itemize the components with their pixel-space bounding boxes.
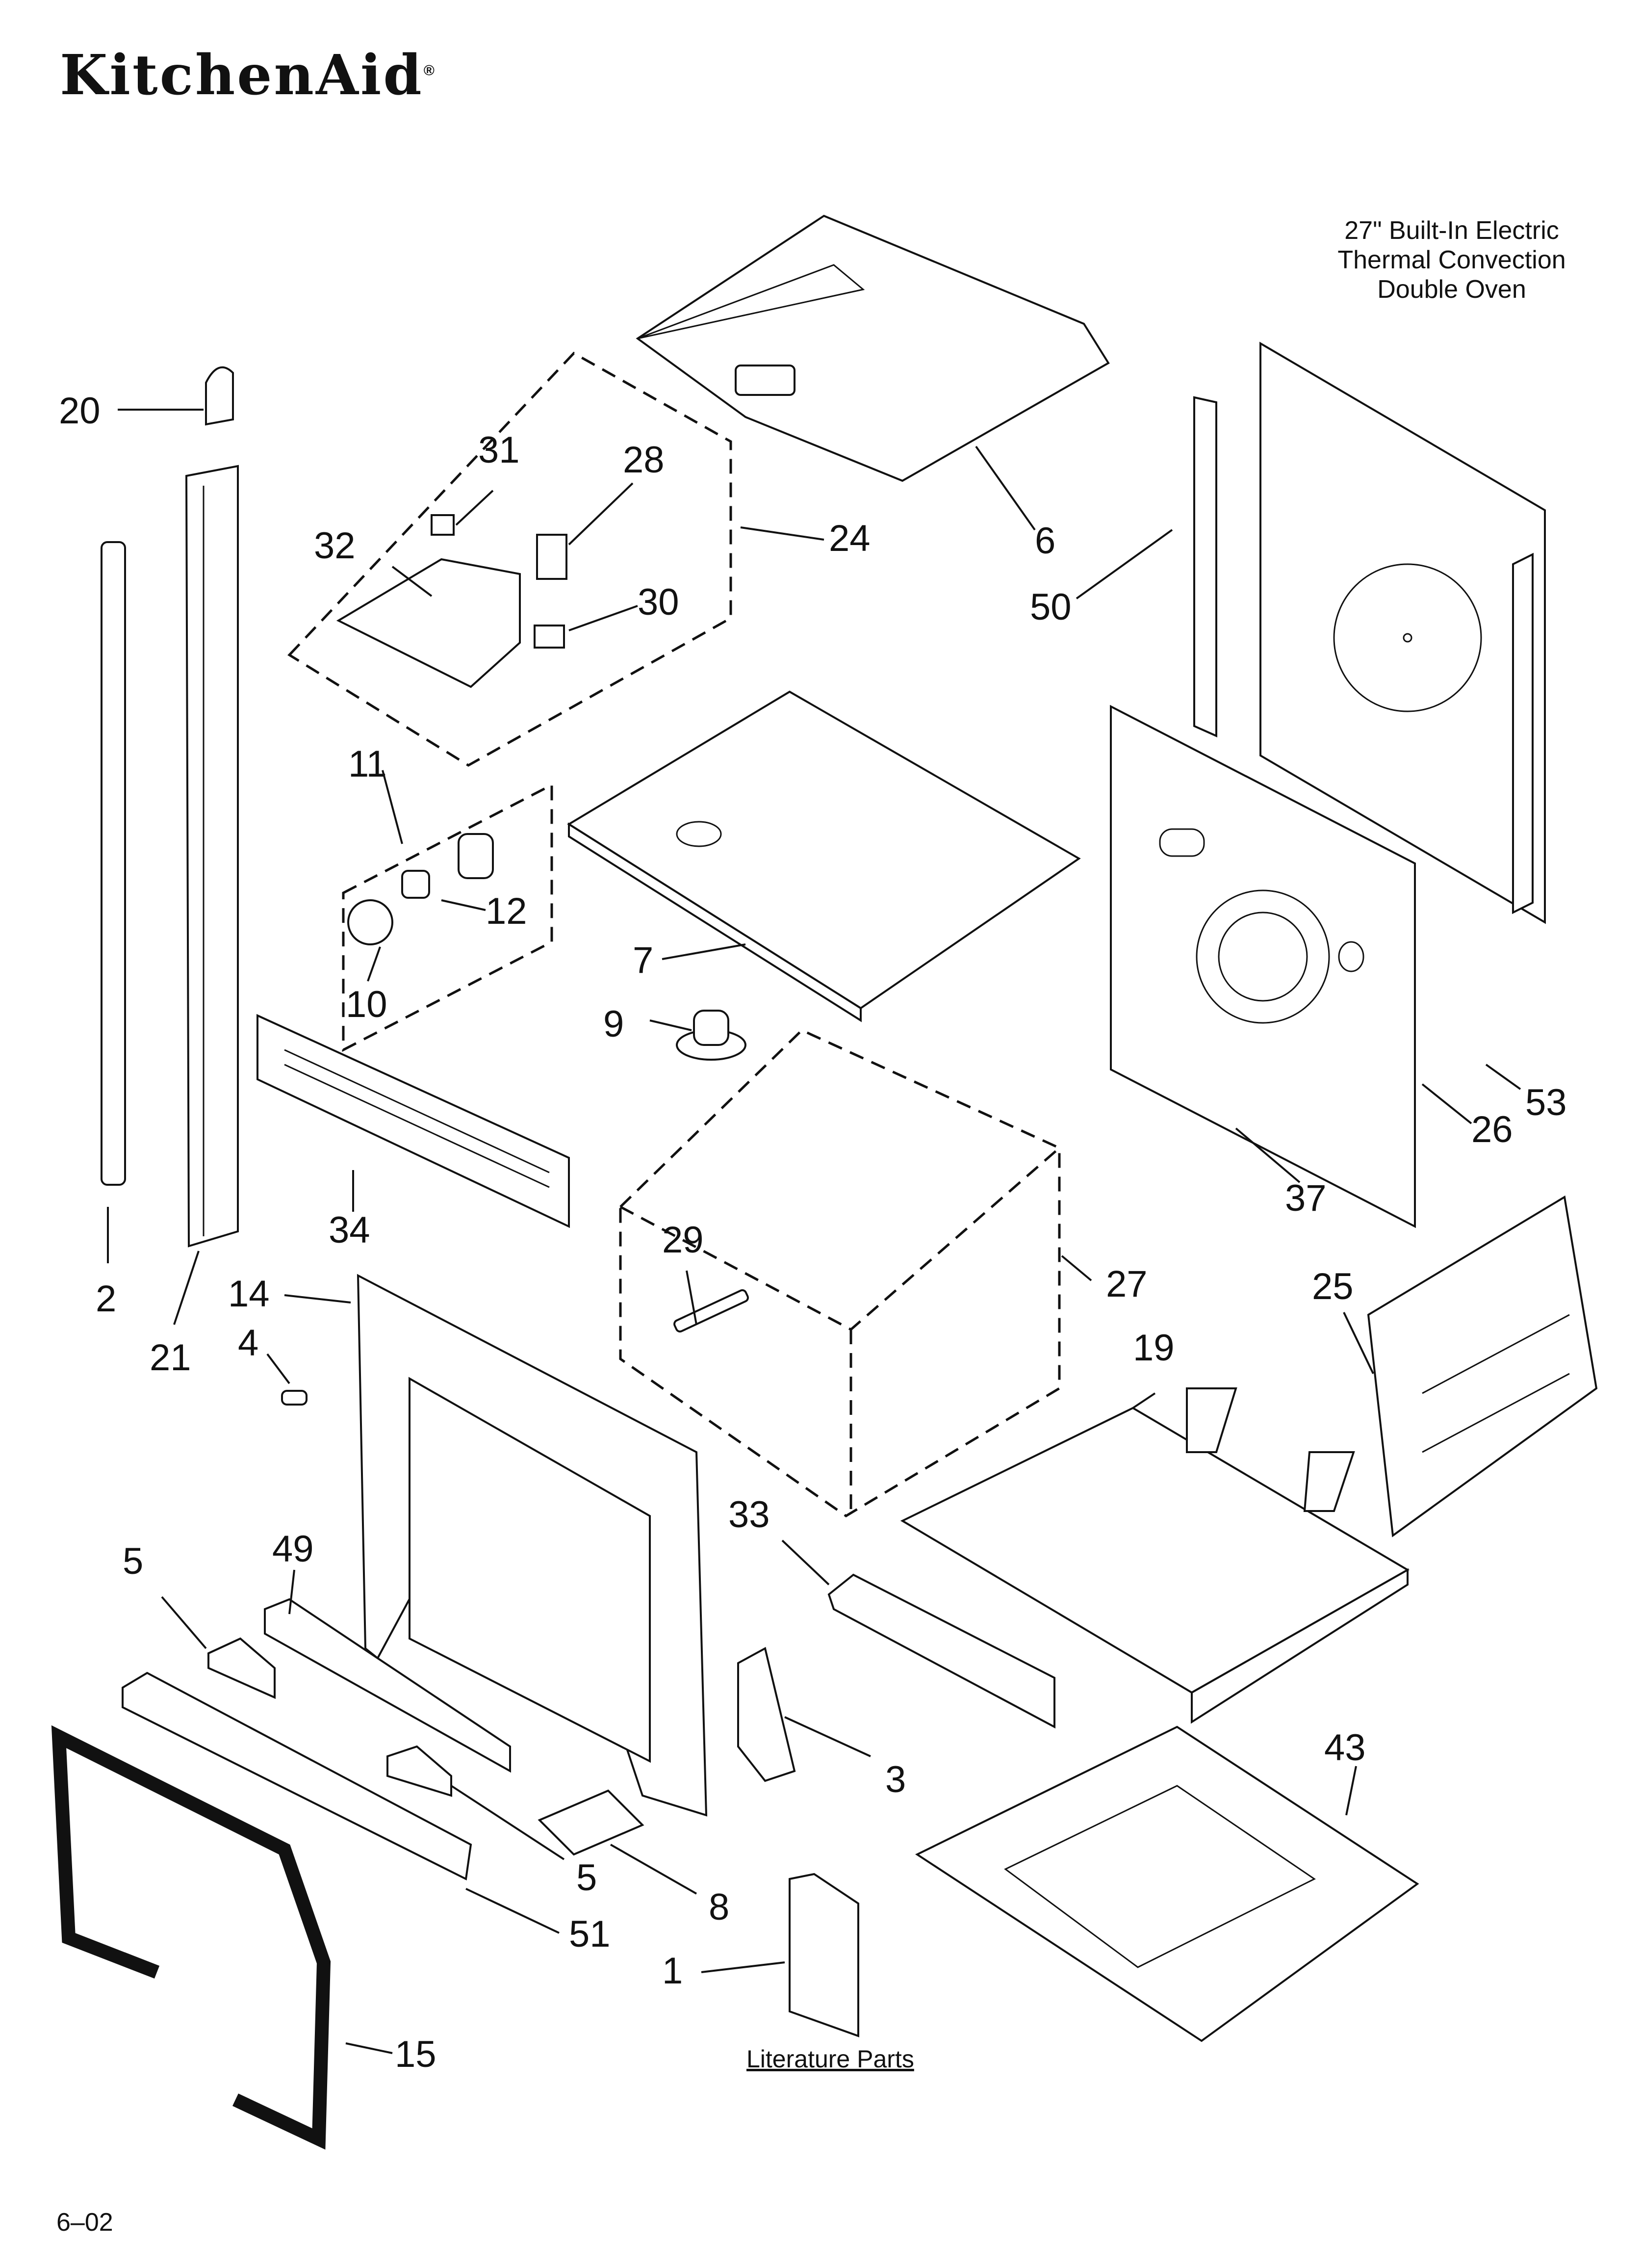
- part-5-spacer-a: [207, 1637, 276, 1699]
- literature-parts-label: Literature Parts: [746, 2045, 914, 2073]
- title-line-2: Thermal Convection: [1337, 246, 1566, 274]
- registered-mark: ®: [423, 62, 436, 79]
- part-51-lower-trim: [122, 1671, 472, 1881]
- callout-6: 6: [1035, 520, 1056, 562]
- part-26-convection-panel: [1110, 704, 1416, 1228]
- callout-14: 14: [228, 1273, 270, 1315]
- part-7-top-shield: [567, 690, 1081, 1022]
- callout-25: 25: [1312, 1266, 1354, 1307]
- part-29-probe: [673, 1289, 749, 1333]
- part-49-channel: [264, 1598, 511, 1773]
- callout-26: 26: [1471, 1109, 1513, 1150]
- part-21-side-rail: [185, 465, 239, 1248]
- part-5-spacer-b: [386, 1745, 452, 1797]
- callout-11: 11: [348, 743, 387, 785]
- callout-34: 34: [329, 1209, 370, 1251]
- part-1-literature: [789, 1873, 859, 2037]
- callout-32: 32: [314, 525, 356, 567]
- part-4-screw: [281, 1390, 308, 1406]
- callout-21: 21: [150, 1337, 191, 1379]
- title-line-3: Double Oven: [1377, 275, 1526, 304]
- callout-28: 28: [623, 439, 665, 481]
- callout-29: 29: [662, 1219, 704, 1261]
- callout-30: 30: [638, 581, 679, 623]
- callout-49: 49: [272, 1528, 314, 1570]
- callout-8: 8: [709, 1886, 730, 1928]
- callout-53: 53: [1525, 1082, 1567, 1123]
- part-24-control-assembly-outline: [287, 351, 732, 767]
- callout-33: 33: [728, 1494, 770, 1536]
- callout-20: 20: [59, 390, 101, 432]
- callout-5-upper: 5: [123, 1540, 144, 1582]
- callout-27: 27: [1106, 1263, 1148, 1305]
- callout-19: 19: [1133, 1327, 1175, 1369]
- part-25-side-panel: [1367, 1195, 1598, 1538]
- logo-text: KitchenAid: [60, 43, 424, 107]
- part-43-bottom-tray: [915, 1725, 1419, 2042]
- part-3-hinge-bracket: [737, 1646, 796, 1782]
- diagram-title: 27" Built-In Electric Thermal Convection…: [1285, 216, 1618, 304]
- callout-15: 15: [395, 2033, 436, 2075]
- callout-12: 12: [486, 890, 527, 932]
- title-line-1: 27" Built-In Electric: [1344, 216, 1559, 245]
- callout-9: 9: [603, 1003, 624, 1045]
- callout-5-lower: 5: [576, 1857, 597, 1899]
- callout-10: 10: [346, 984, 387, 1025]
- part-50-rear-panel: [1193, 341, 1546, 924]
- part-27-oven-cavity-outline: [619, 1029, 1061, 1517]
- callout-1: 1: [662, 1950, 683, 1992]
- part-20-cap: [205, 366, 234, 426]
- part-33-bracket: [827, 1573, 1055, 1729]
- callout-43: 43: [1324, 1727, 1366, 1769]
- part-6-top-panel: [636, 214, 1110, 482]
- part-34-vent-grille: [257, 1014, 570, 1228]
- callout-50: 50: [1030, 586, 1072, 628]
- callout-51: 51: [569, 1913, 611, 1955]
- callout-31: 31: [478, 429, 520, 471]
- callout-4: 4: [238, 1322, 259, 1364]
- kitchenaid-logo: KitchenAid®: [60, 43, 436, 107]
- callout-7: 7: [633, 939, 654, 981]
- callout-2: 2: [96, 1278, 117, 1320]
- part-11-lamp-assembly-outline: [342, 782, 553, 1052]
- callout-24: 24: [829, 518, 871, 559]
- callout-37: 37: [1285, 1177, 1327, 1219]
- part-14-front-frame: [357, 1274, 708, 1817]
- part-9-sensor: [676, 1010, 746, 1061]
- part-15-door-gasket: [51, 1725, 331, 2150]
- callout-3: 3: [885, 1759, 906, 1800]
- part-2-side-trim: [101, 541, 126, 1186]
- leader-lines: [107, 409, 1521, 2054]
- part-19-bottom-panel: [900, 1387, 1410, 1724]
- part-8-bracket: [538, 1789, 644, 1856]
- date-code: 6–02: [56, 2208, 113, 2237]
